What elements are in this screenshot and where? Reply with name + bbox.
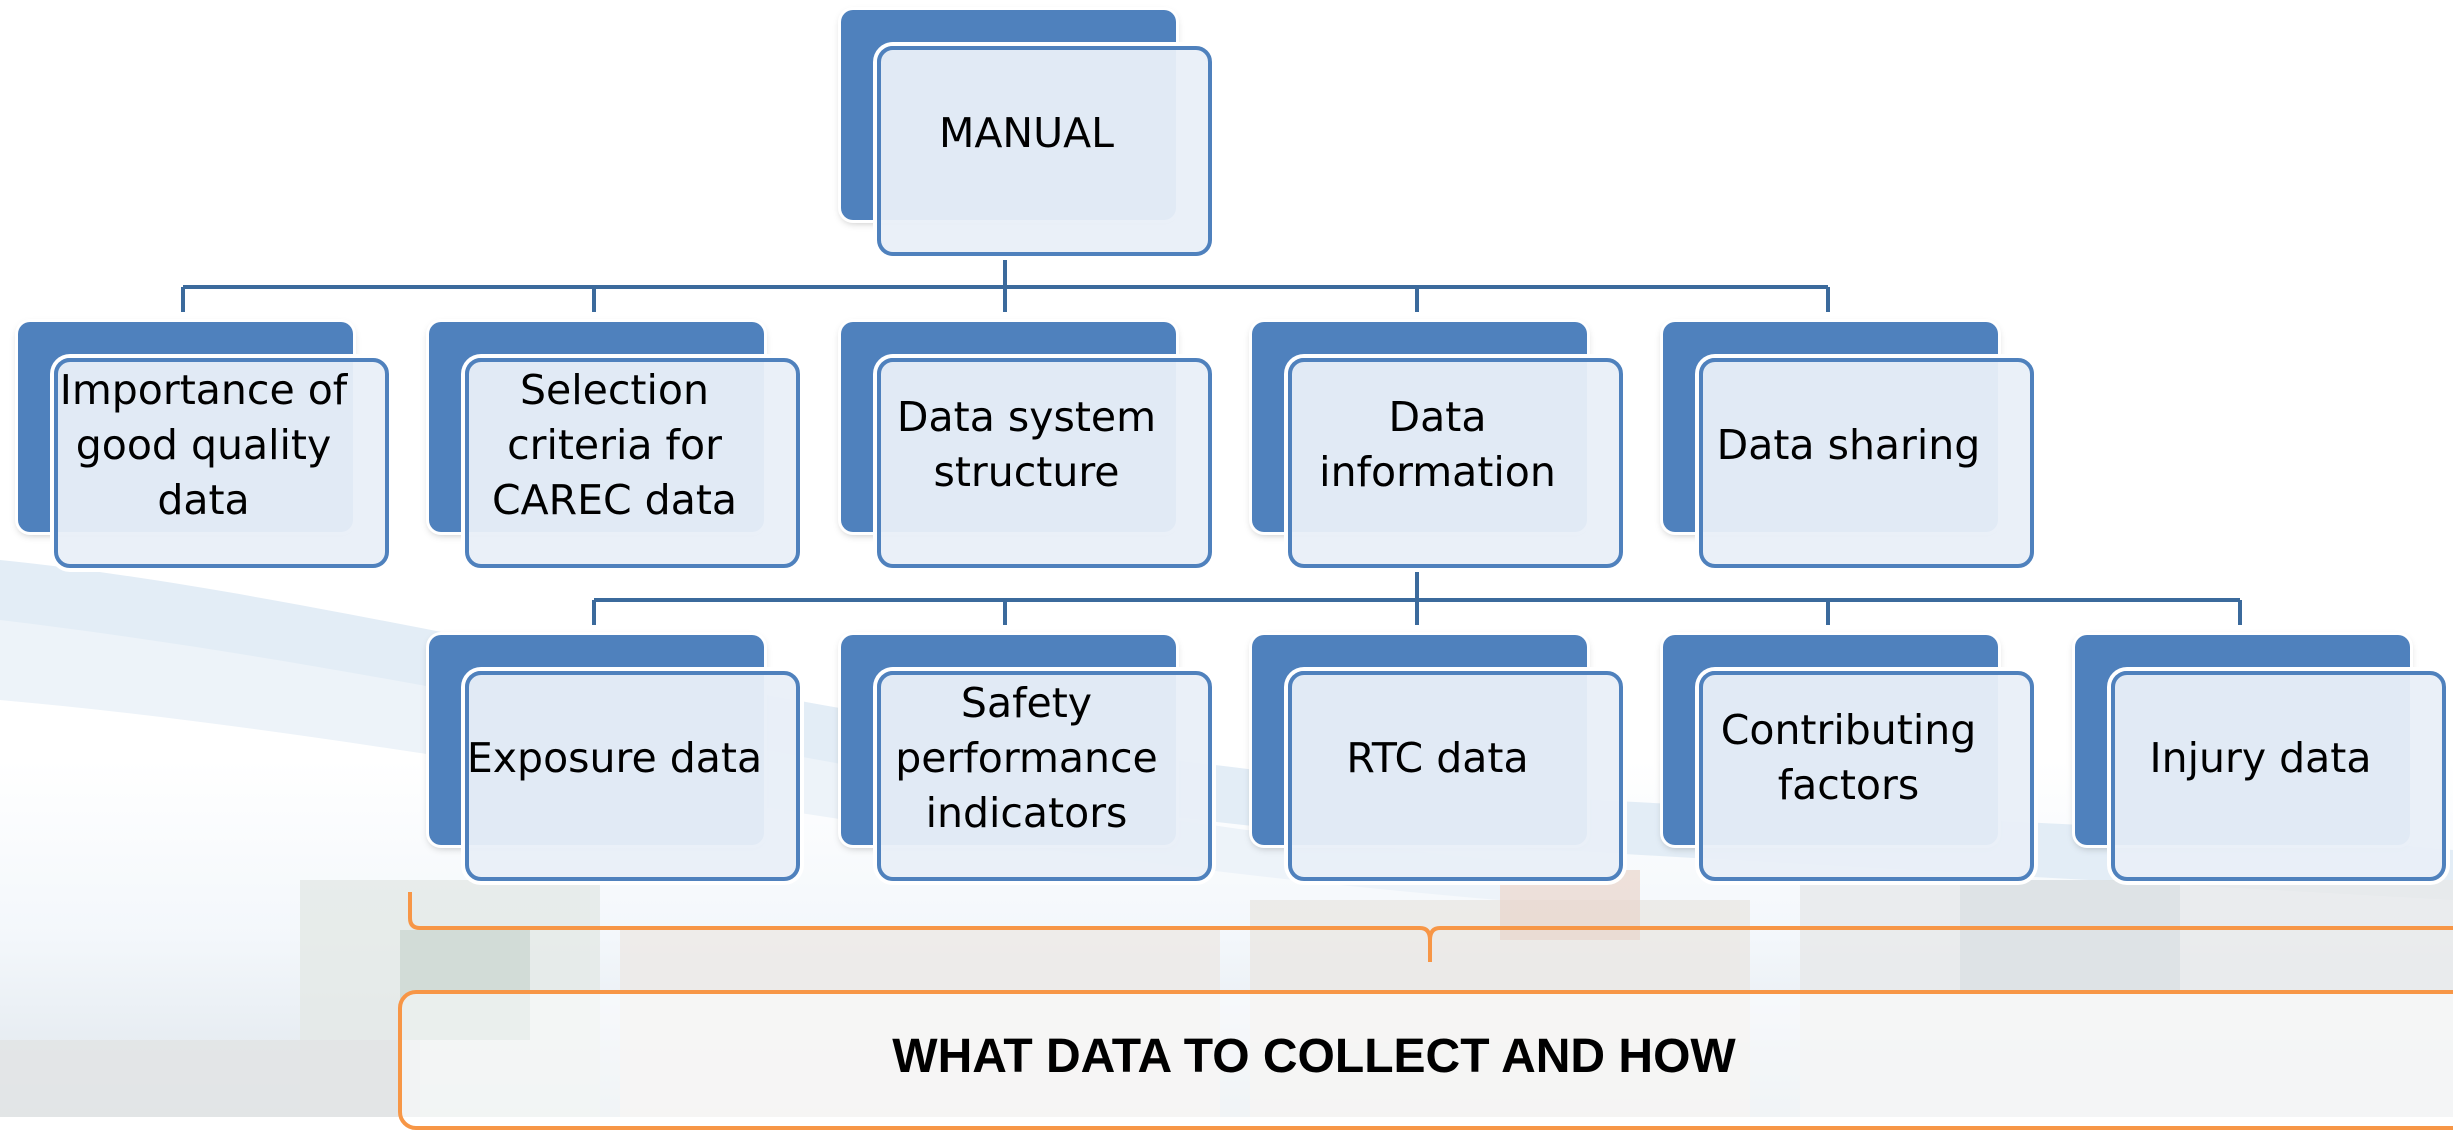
node-exposure-data: Exposure data [429, 635, 800, 881]
node-contributing-factors: Contributing factors [1663, 635, 2034, 881]
node-injury-data: Injury data [2075, 635, 2446, 881]
node-label: Contributing factors [1720, 706, 1977, 809]
node-label: RTC data [1346, 733, 1529, 782]
summary-label: WHAT DATA TO COLLECT AND HOW [892, 1030, 1736, 1083]
node-label: Selection criteria for CAREC data [491, 365, 738, 524]
node-label: Data sharing [1716, 420, 1981, 469]
node-safety-performance-indicators: Safety performance indicators [841, 635, 1212, 881]
node-root-manual: MANUAL [841, 10, 1212, 256]
node-label: Importance of good quality data [59, 365, 348, 524]
node-label: Exposure data [466, 733, 763, 782]
node-root-label: MANUAL [939, 108, 1114, 157]
node-label: Injury data [2149, 733, 2372, 782]
node-selection-criteria: Selection criteria for CAREC data [429, 322, 800, 568]
node-data-sharing: Data sharing [1663, 322, 2034, 568]
summary-box: WHAT DATA TO COLLECT AND HOW [398, 990, 2453, 1130]
node-label: Safety performance indicators [895, 678, 1158, 837]
node-label: Data information [1319, 393, 1556, 496]
node-label: Data system structure [896, 393, 1157, 496]
node-importance-of-good-quality-data: Importance of good quality data [18, 322, 389, 568]
node-rtc-data: RTC data [1252, 635, 1623, 881]
node-data-information: Data information [1252, 322, 1623, 568]
node-data-system-structure: Data system structure [841, 322, 1212, 568]
